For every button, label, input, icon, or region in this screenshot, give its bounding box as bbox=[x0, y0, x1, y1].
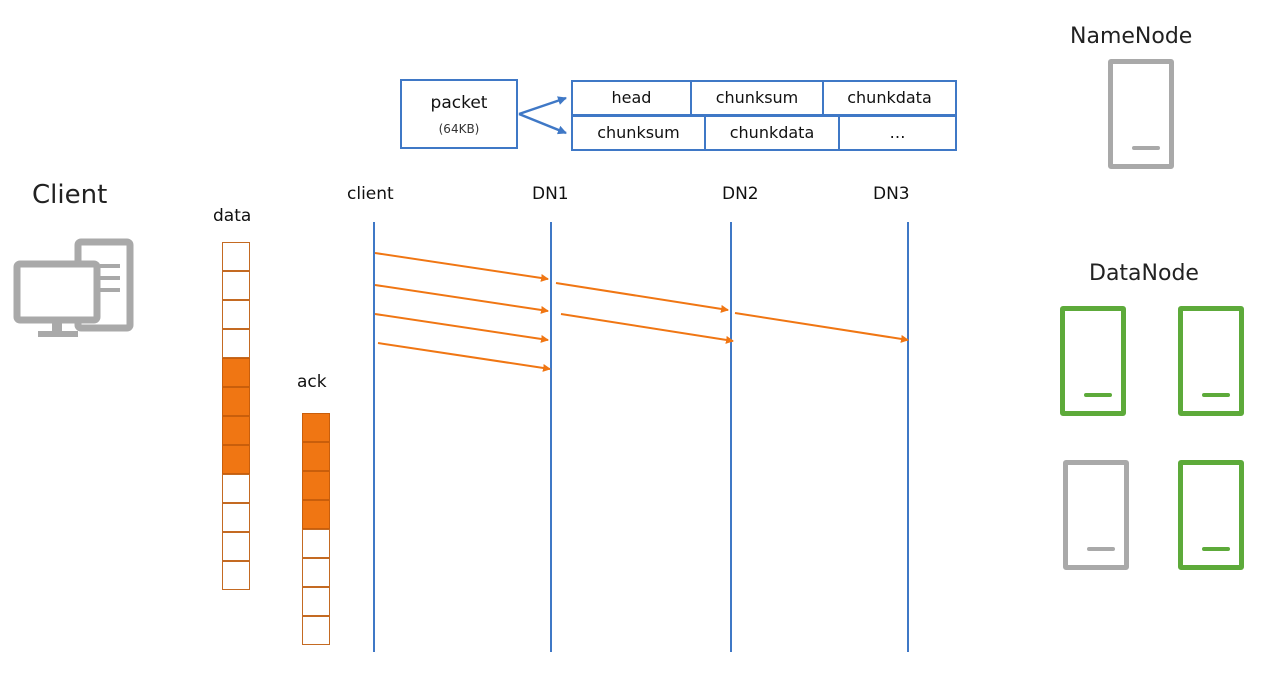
lane-label-dn3: DN3 bbox=[873, 184, 910, 204]
data-queue bbox=[222, 242, 250, 590]
ack-queue-label: ack bbox=[297, 372, 327, 392]
queue-cell bbox=[302, 529, 330, 558]
data-queue-label: data bbox=[213, 206, 252, 226]
queue-cell bbox=[222, 416, 250, 445]
transfer-arrow bbox=[374, 284, 549, 314]
client-title: Client bbox=[32, 180, 108, 210]
transfer-arrow bbox=[374, 313, 549, 343]
datanode-server-icon bbox=[1063, 460, 1129, 570]
desktop-computer-icon bbox=[13, 238, 134, 337]
datanode-server-icon bbox=[1178, 460, 1244, 570]
ack-queue bbox=[302, 413, 330, 645]
transfer-arrow bbox=[734, 312, 909, 343]
datanode-title: DataNode bbox=[1089, 261, 1199, 286]
namenode-server-icon bbox=[1108, 59, 1174, 169]
queue-cell bbox=[302, 616, 330, 645]
queue-cell bbox=[222, 503, 250, 532]
packet-field-chunkdata: chunkdata bbox=[704, 115, 840, 151]
packet-connector bbox=[518, 96, 567, 116]
transfer-arrow bbox=[555, 282, 729, 313]
packet-field-chunkdata: chunkdata bbox=[822, 80, 957, 116]
packet-connector bbox=[518, 112, 567, 135]
packet-size: (64KB) bbox=[438, 122, 480, 136]
queue-cell bbox=[222, 474, 250, 503]
queue-cell bbox=[222, 242, 250, 271]
queue-cell bbox=[222, 329, 250, 358]
queue-cell bbox=[222, 271, 250, 300]
transfer-arrow bbox=[377, 342, 551, 372]
queue-cell bbox=[302, 500, 330, 529]
queue-cell bbox=[222, 532, 250, 561]
queue-cell bbox=[302, 558, 330, 587]
datanode-server-icon bbox=[1178, 306, 1244, 416]
packet-field-ellipsis: … bbox=[838, 115, 957, 151]
lane-label-dn2: DN2 bbox=[722, 184, 759, 204]
lane-label-dn1: DN1 bbox=[532, 184, 569, 204]
queue-cell bbox=[302, 471, 330, 500]
datanode-server-icon bbox=[1060, 306, 1126, 416]
queue-cell bbox=[302, 413, 330, 442]
transfer-arrow bbox=[560, 313, 734, 344]
queue-cell bbox=[222, 300, 250, 329]
lane-label-client: client bbox=[347, 184, 394, 204]
queue-cell bbox=[222, 358, 250, 387]
queue-cell bbox=[222, 445, 250, 474]
packet-title: packet bbox=[430, 93, 488, 113]
transfer-arrow bbox=[374, 252, 549, 282]
queue-cell bbox=[302, 442, 330, 471]
queue-cell bbox=[222, 387, 250, 416]
queue-cell bbox=[222, 561, 250, 590]
packet-box: packet (64KB) bbox=[400, 79, 518, 149]
packet-field-chunksum: chunksum bbox=[571, 115, 706, 151]
queue-cell bbox=[302, 587, 330, 616]
namenode-title: NameNode bbox=[1070, 24, 1193, 49]
